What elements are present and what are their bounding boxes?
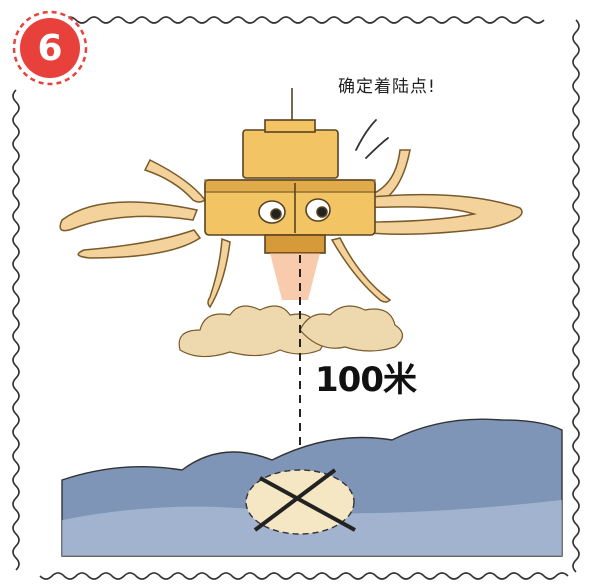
landing-target [245,468,356,535]
step-badge [12,10,88,86]
speech-caption: 确定着陆点! [338,77,436,97]
motion-lines [355,119,389,159]
exhaust-flame [270,253,320,300]
dust-cloud [178,305,404,358]
step-number: 6 [37,27,63,69]
leg-swooshes [59,149,523,309]
altitude-label: 100米 [315,360,417,400]
lander-illustration [204,88,376,254]
stamp-frame [12,16,580,580]
